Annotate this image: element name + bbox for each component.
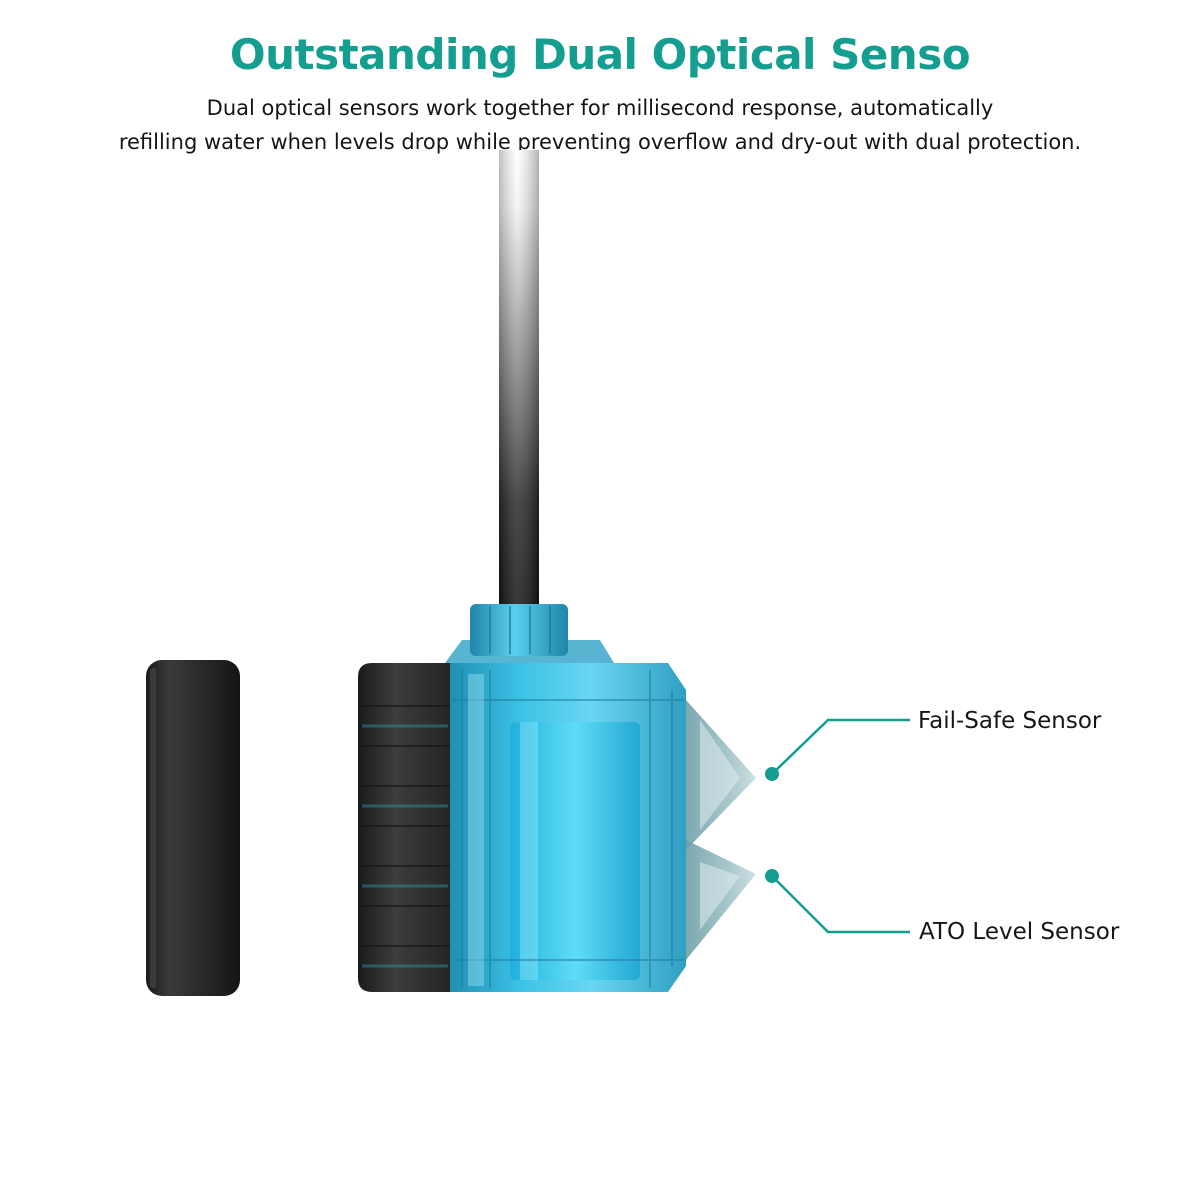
feature-title: Outstanding Dual Optical Senso — [229, 30, 971, 79]
sensor-head — [358, 604, 756, 992]
ato-level-sensor-prism — [686, 840, 756, 960]
ato-level-leader-line — [765, 869, 910, 934]
fail-safe-sensor-label: Fail-Safe Sensor — [918, 708, 1102, 734]
fail-safe-sensor-prism — [686, 700, 756, 850]
fail-safe-leader-line — [765, 718, 910, 781]
ato-level-sensor-label: ATO Level Sensor — [919, 919, 1120, 945]
magnet-mount — [146, 660, 240, 996]
sensor-cable — [499, 150, 539, 620]
feature-description-line-1: Dual optical sensors work together for m… — [206, 96, 994, 120]
feature-description-line-2: refilling water when levels drop while p… — [118, 130, 1082, 154]
